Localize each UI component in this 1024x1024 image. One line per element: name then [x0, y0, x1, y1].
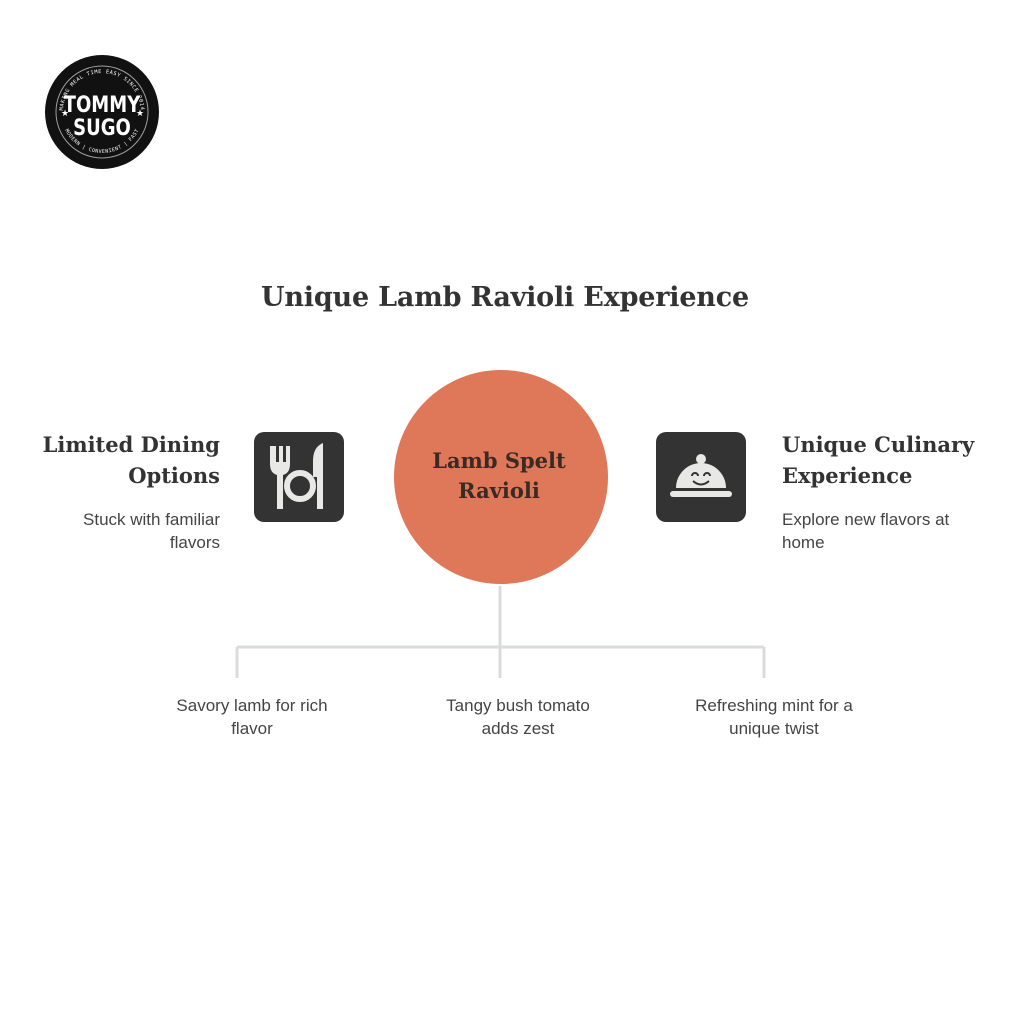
left-title-line2: Options — [128, 463, 220, 488]
branch-label-tomato: Tangy bush tomato adds zest — [408, 694, 628, 740]
cutlery-plate-icon — [254, 432, 344, 522]
branch-tomato-line2: adds zest — [481, 719, 555, 738]
right-option-description: Explore new flavors at home — [782, 508, 1002, 554]
left-desc-line2: flavors — [169, 533, 220, 552]
cloche-icon — [656, 432, 746, 522]
branch-mint-line1: Refreshing mint for a — [695, 696, 853, 715]
branch-lamb-line2: flavor — [231, 719, 273, 738]
branch-label-mint: Refreshing mint for a unique twist — [664, 694, 884, 740]
right-option-title: Unique Culinary Experience — [782, 429, 1012, 491]
logo-badge: MAKING MEAL TIME EASY SINCE 2014 MODERN … — [45, 55, 159, 169]
logo-star-right: ★ — [136, 108, 144, 118]
center-label-line2: Ravioli — [458, 478, 540, 503]
logo-star-left: ★ — [61, 108, 69, 118]
logo-name-line1: TOMMY — [64, 91, 141, 117]
center-label-line1: Lamb Spelt — [432, 448, 566, 473]
logo-name-line2: SUGO — [73, 114, 131, 140]
left-option-description: Stuck with familiar flavors — [20, 508, 220, 554]
branch-lamb-line1: Savory lamb for rich — [176, 696, 328, 715]
right-desc-line1: Explore new flavors at — [782, 510, 950, 529]
center-node — [394, 370, 608, 584]
right-title-line1: Unique Culinary — [782, 432, 975, 457]
branch-mint-line2: unique twist — [729, 719, 819, 738]
left-desc-line1: Stuck with familiar — [83, 510, 220, 529]
right-desc-line2: home — [782, 533, 825, 552]
left-option-title: Limited Dining Options — [10, 429, 220, 491]
left-title-line1: Limited Dining — [42, 432, 220, 457]
tommy-sugo-logo: MAKING MEAL TIME EASY SINCE 2014 MODERN … — [44, 54, 160, 170]
center-node-label: Lamb Spelt Ravioli — [399, 446, 599, 506]
branch-tomato-line1: Tangy bush tomato — [446, 696, 590, 715]
diagram-title: Unique Lamb Ravioli Experience — [261, 282, 749, 313]
branch-label-lamb: Savory lamb for rich flavor — [142, 694, 362, 740]
right-title-line2: Experience — [782, 463, 913, 488]
